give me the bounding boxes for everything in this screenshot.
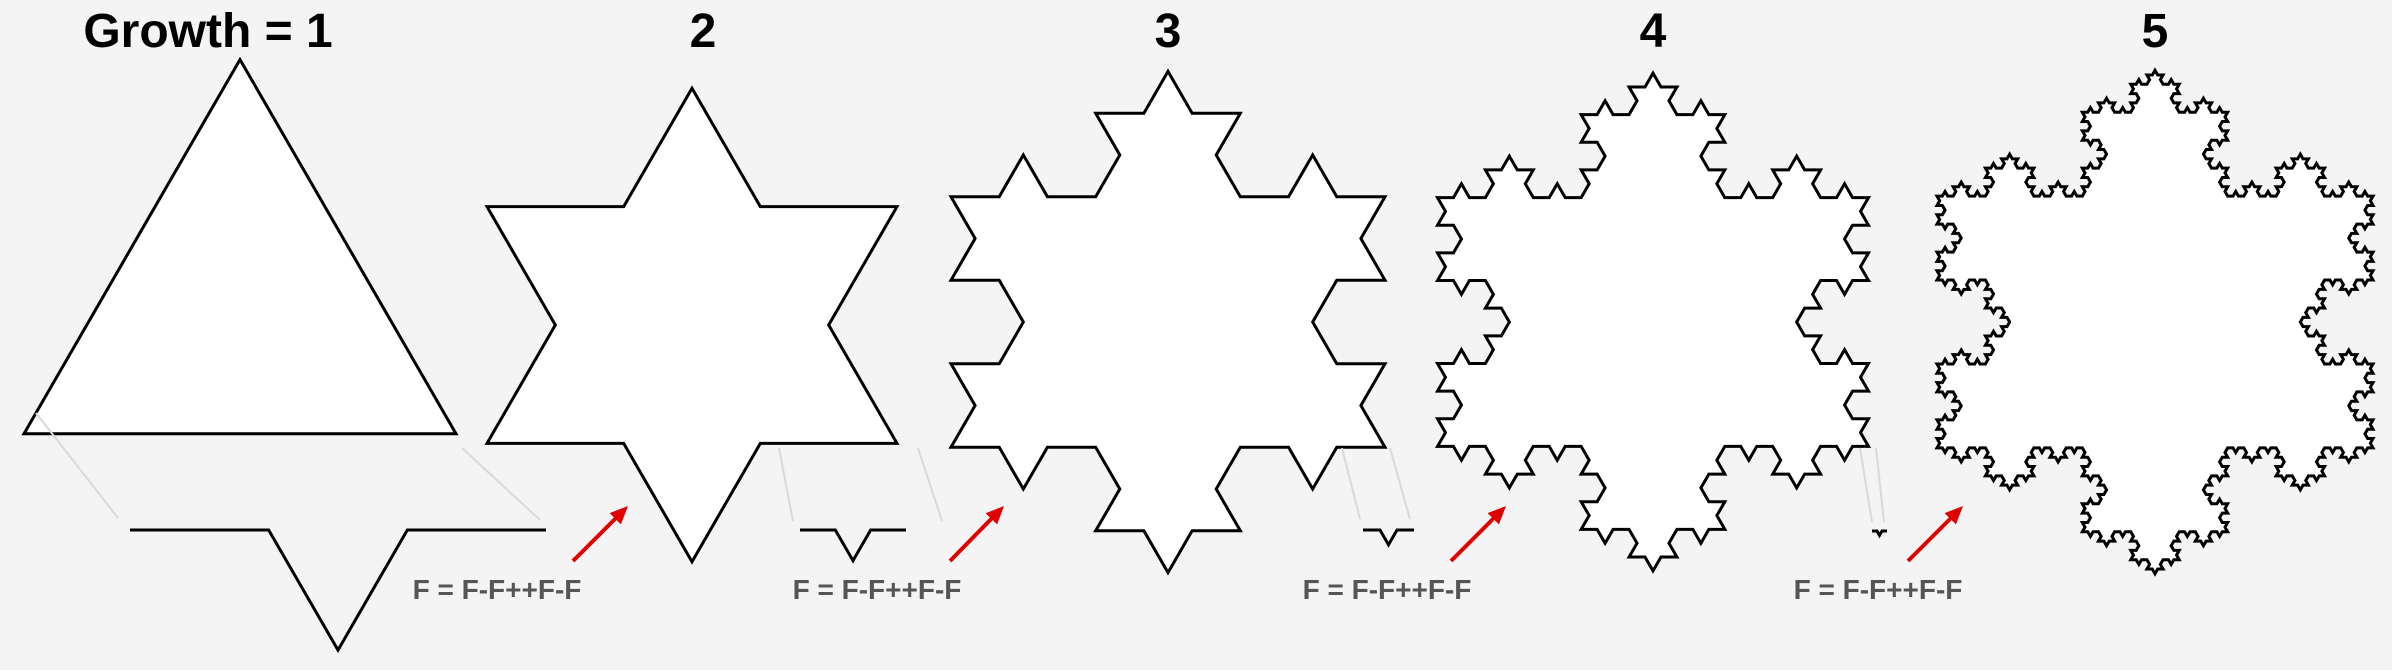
pointer-line-4-1: [1859, 447, 1873, 523]
generator-shape-4: [1872, 529, 1887, 539]
growth-arrow-shaft-4: [1906, 510, 1959, 563]
rule-label-4: F = F-F++F-F: [1793, 574, 1963, 605]
koch-snowflake-growth-4: [1434, 70, 1872, 574]
growth-arrow-shaft-3: [1449, 510, 1502, 563]
pointer-line-1-2: [461, 447, 541, 521]
growth-arrow-head-3: [1487, 506, 1506, 525]
pointer-line-2-2: [917, 447, 943, 522]
title-growth-4: 4: [1639, 5, 1667, 58]
rule-label-1: F = F-F++F-F: [412, 574, 582, 605]
generator-shape-1: [130, 528, 546, 654]
rule-label-3: F = F-F++F-F: [1302, 574, 1472, 605]
growth-arrow-shaft-2: [948, 510, 1000, 563]
koch-snowflake-growth-1: [21, 56, 459, 436]
generator-shape-3: [1363, 528, 1414, 548]
generator-shape-2: [800, 528, 906, 564]
growth-arrow-head-4: [1944, 506, 1963, 525]
pointer-line-3-1: [1341, 447, 1361, 520]
pointer-line-4-2: [1875, 447, 1885, 523]
title-growth-5: 5: [2141, 5, 2169, 58]
pointer-line-1-1: [35, 412, 119, 519]
pointer-line-3-2: [1389, 447, 1411, 520]
growth-arrow-head-1: [609, 506, 628, 525]
title-growth-3: 3: [1154, 5, 1182, 58]
growth-arrow-shaft-1: [571, 510, 624, 563]
koch-snowflake-growth-3: [948, 68, 1388, 576]
koch-snowflake-growth-5: [1934, 67, 2376, 577]
title-growth-2: 2: [689, 5, 717, 58]
rule-label-2: F = F-F++F-F: [792, 574, 962, 605]
koch-snowflake-growth-2: [484, 85, 900, 565]
growth-arrow-head-2: [985, 506, 1004, 525]
title-growth-1: Growth = 1: [83, 5, 333, 58]
pointer-line-2-1: [778, 447, 794, 522]
